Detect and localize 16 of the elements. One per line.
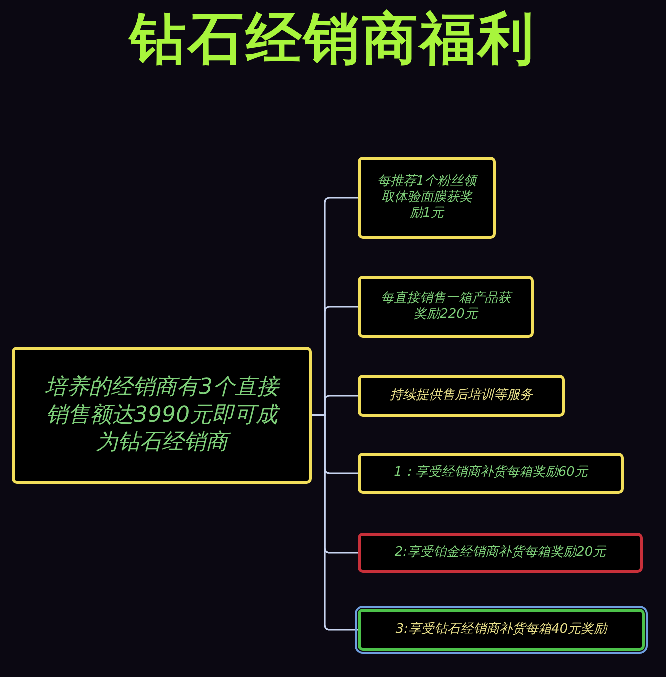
- box-text: 2:享受铂金经销商补货每箱奖励20元: [394, 544, 608, 562]
- main-box: [12, 347, 312, 484]
- benefit-box: [358, 375, 565, 417]
- benefit-box: [358, 276, 534, 338]
- box-text: 持续提供售后培训等服务: [389, 388, 534, 404]
- box-text: 每直接销售一箱产品获奖励220元: [380, 290, 514, 324]
- benefit-box: [358, 453, 624, 494]
- benefit-box: [358, 533, 643, 573]
- benefit-box: [358, 609, 645, 651]
- box-text: 培养的经销商有3个直接销售额达3990元即可成为钻石经销商: [44, 374, 282, 457]
- connector-line: [312, 414, 358, 631]
- box-text: 每推荐1个粉丝领取体验面膜获奖励1元: [377, 174, 477, 222]
- benefit-box: [358, 157, 496, 239]
- box-text: 1：享受经销商补货每箱奖励60元: [393, 465, 590, 482]
- title: 钻石经销商福利: [127, 6, 537, 74]
- box-text: 3:享受钻石经销商补货每箱40元奖励: [394, 622, 609, 638]
